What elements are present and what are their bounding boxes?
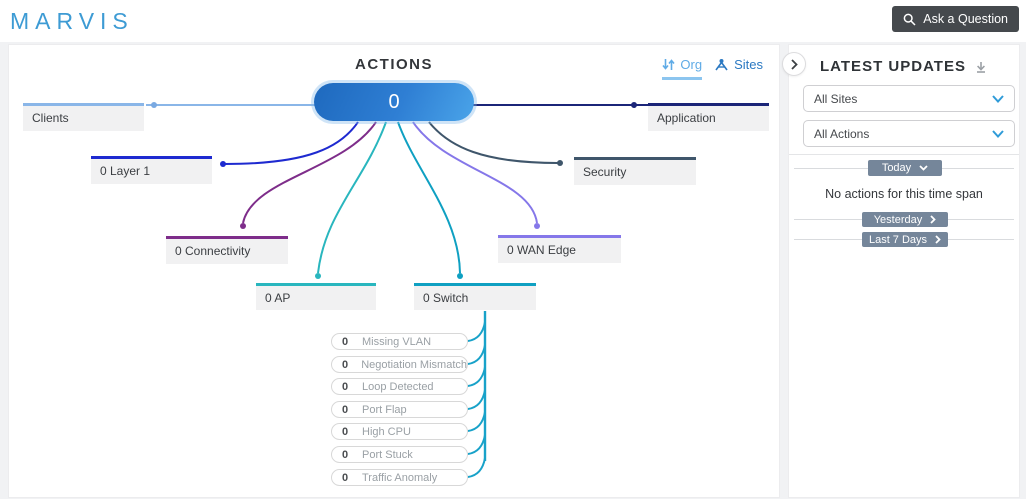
marvis-logo: MARVIS [10, 8, 134, 34]
empty-state-message: No actions for this time span [825, 187, 983, 201]
dot-security [557, 160, 563, 166]
switch-detail-loop-detected[interactable]: 0 Loop Detected [331, 378, 468, 395]
tab-sites[interactable]: Sites [714, 57, 763, 77]
top-header: MARVIS Ask a Question [0, 0, 1026, 42]
node-wan-edge[interactable]: 0 WAN Edge [498, 235, 621, 263]
actions-panel: ACTIONS Org Sites [8, 44, 780, 498]
missing-vlan-count: 0 [342, 335, 349, 348]
node-switch[interactable]: 0 Switch [414, 283, 536, 310]
ask-a-question-button[interactable]: Ask a Question [892, 6, 1019, 32]
line-ap [317, 121, 387, 274]
node-ap-label: 0 AP [265, 291, 291, 305]
chevron-right-icon [935, 235, 941, 244]
node-application[interactable]: Application [648, 103, 769, 131]
node-wan-edge-label: 0 WAN Edge [507, 243, 576, 257]
yesterday-button-label: Yesterday [873, 213, 923, 226]
download-icon[interactable] [974, 60, 988, 74]
switch-detail-traffic-anomaly[interactable]: 0 Traffic Anomaly [331, 469, 468, 486]
port-stuck-count: 0 [342, 448, 349, 461]
line-security [428, 121, 559, 164]
loop-detected-count: 0 [342, 380, 349, 393]
sites-icon [714, 58, 729, 71]
connection-lines [146, 102, 649, 478]
switch-detail-negotiation-mismatch[interactable]: 0 Negotiation Mismatch [331, 356, 468, 373]
node-switch-label: 0 Switch [423, 291, 469, 305]
line-connectivity [242, 121, 377, 224]
high-cpu-count: 0 [342, 425, 349, 438]
switch-detail-port-flap[interactable]: 0 Port Flap [331, 401, 468, 418]
node-security-label: Security [583, 165, 627, 179]
last-7-days-button-label: Last 7 Days [868, 233, 928, 246]
missing-vlan-label: Missing VLAN [362, 335, 432, 348]
search-icon [903, 13, 916, 26]
node-connectivity-label: 0 Connectivity [175, 244, 251, 258]
filters-divider [789, 154, 1019, 155]
actions-total-count: 0 [388, 90, 400, 113]
actions-total-node[interactable]: 0 [314, 83, 474, 121]
node-layer1[interactable]: 0 Layer 1 [91, 156, 212, 184]
updates-title: LATEST UPDATES [820, 58, 966, 75]
node-security[interactable]: Security [574, 157, 696, 185]
yesterday-button[interactable]: Yesterday [862, 212, 948, 227]
traffic-anomaly-count: 0 [342, 471, 349, 484]
node-layer1-label: 0 Layer 1 [100, 164, 151, 178]
chevron-down-icon [919, 165, 928, 171]
dot-application [631, 102, 637, 108]
node-clients-label: Clients [32, 111, 69, 125]
negotiation-mismatch-label: Negotiation Mismatch [361, 358, 467, 371]
chevron-down-icon [992, 94, 1004, 103]
dot-connectivity [240, 223, 246, 229]
chevron-down-icon [992, 129, 1004, 138]
switch-detail-high-cpu[interactable]: 0 High CPU [331, 423, 468, 440]
line-switch [397, 121, 461, 274]
today-button[interactable]: Today [868, 160, 942, 176]
chevron-right-icon [790, 58, 798, 70]
latest-updates-panel: LATEST UPDATES All Sites All Actions Tod… [782, 44, 1020, 498]
loop-detected-label: Loop Detected [362, 380, 434, 393]
tab-sites-label: Sites [734, 57, 763, 72]
all-actions-value: All Actions [814, 126, 870, 141]
all-sites-value: All Sites [814, 91, 858, 106]
dot-switch [457, 273, 463, 279]
dot-layer1 [220, 161, 226, 167]
port-stuck-label: Port Stuck [362, 448, 413, 461]
ask-button-label: Ask a Question [923, 12, 1008, 26]
line-wan-edge [412, 121, 538, 224]
node-clients[interactable]: Clients [23, 103, 144, 131]
node-ap[interactable]: 0 AP [256, 283, 376, 310]
port-flap-label: Port Flap [362, 403, 407, 416]
last-7-days-button[interactable]: Last 7 Days [862, 232, 948, 247]
port-flap-count: 0 [342, 403, 349, 416]
switch-detail-missing-vlan[interactable]: 0 Missing VLAN [331, 333, 468, 350]
sort-arrows-icon [662, 58, 676, 71]
high-cpu-label: High CPU [362, 425, 411, 438]
collapse-panel-button[interactable] [782, 52, 806, 76]
line-layer1 [224, 121, 359, 165]
dot-ap [315, 273, 321, 279]
dot-clients [151, 102, 157, 108]
switch-detail-port-stuck[interactable]: 0 Port Stuck [331, 446, 468, 463]
node-application-label: Application [657, 111, 716, 125]
traffic-anomaly-label: Traffic Anomaly [362, 471, 438, 484]
actions-title: ACTIONS [355, 56, 433, 73]
node-connectivity[interactable]: 0 Connectivity [166, 236, 288, 264]
all-sites-dropdown[interactable]: All Sites [803, 85, 1015, 112]
chevron-right-icon [930, 215, 937, 224]
dot-wan-edge [534, 223, 540, 229]
negotiation-mismatch-count: 0 [342, 358, 349, 371]
all-actions-dropdown[interactable]: All Actions [803, 120, 1015, 147]
tab-org[interactable]: Org [662, 57, 703, 80]
today-button-label: Today [881, 162, 912, 174]
switch-detail-branches [467, 321, 486, 478]
tab-org-label: Org [680, 57, 703, 72]
updates-title-row: LATEST UPDATES [789, 58, 1019, 75]
org-sites-toggle: Org Sites [662, 57, 763, 80]
